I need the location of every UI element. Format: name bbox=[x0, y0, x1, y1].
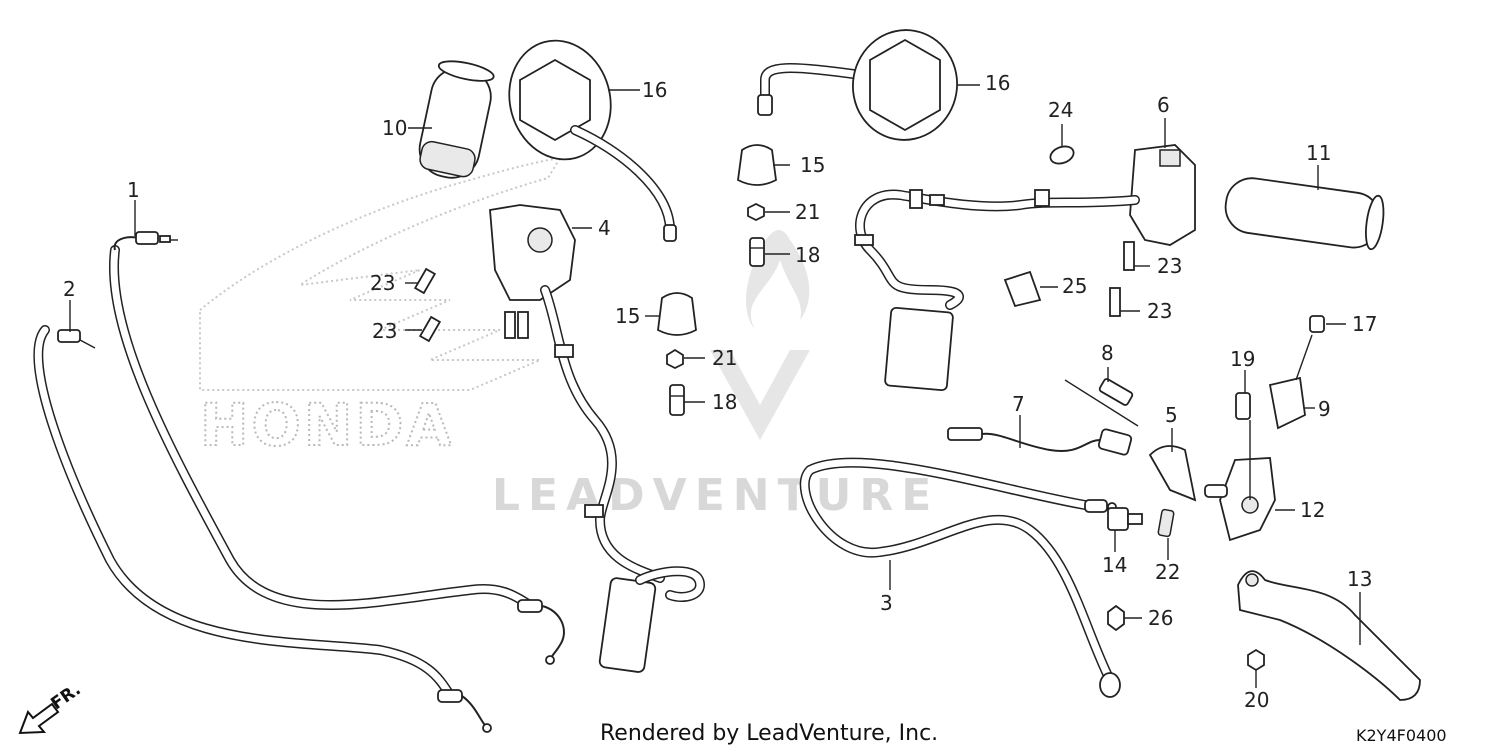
lever-bracket-12 bbox=[1204, 420, 1276, 542]
right-grip-11 bbox=[1224, 177, 1385, 251]
bolt-17 bbox=[1295, 315, 1346, 381]
label-18-upper: 18 bbox=[795, 243, 820, 267]
label-17: 17 bbox=[1352, 312, 1377, 336]
label-10: 10 bbox=[382, 116, 407, 140]
nut-21-upper bbox=[747, 202, 765, 222]
label-4: 4 bbox=[598, 216, 611, 240]
label-22: 22 bbox=[1155, 560, 1180, 584]
label-6: 6 bbox=[1157, 93, 1170, 117]
clamp-holder-9 bbox=[1268, 376, 1315, 430]
label-14: 14 bbox=[1102, 553, 1127, 577]
label-15-upper: 15 bbox=[800, 153, 825, 177]
switch-8 bbox=[1064, 367, 1139, 427]
part-labels: 1 2 3 4 5 6 7 8 9 10 11 12 13 14 15 15 1… bbox=[63, 71, 1377, 712]
watermark-text: LEADVENTURE bbox=[492, 470, 939, 521]
label-1: 1 bbox=[127, 178, 140, 202]
screw-23-left-b bbox=[405, 315, 442, 343]
label-18-lower: 18 bbox=[712, 390, 737, 414]
screw-23-right-b bbox=[1109, 287, 1140, 317]
adjuster-14 bbox=[1107, 507, 1143, 531]
mirror-boot-15-lower bbox=[657, 292, 697, 336]
nut-21-lower bbox=[666, 348, 684, 370]
label-9: 9 bbox=[1318, 397, 1331, 421]
clutch-cable-3 bbox=[799, 457, 1121, 698]
label-15-lower: 15 bbox=[615, 304, 640, 328]
left-mirror-16 bbox=[508, 39, 677, 242]
leader-lines bbox=[69, 84, 1361, 688]
honda-logo-text: HONDA bbox=[200, 391, 454, 459]
label-20: 20 bbox=[1244, 688, 1269, 712]
label-7: 7 bbox=[1012, 392, 1025, 416]
label-3: 3 bbox=[880, 591, 893, 615]
label-11: 11 bbox=[1306, 141, 1331, 165]
screw-23-right-a bbox=[1123, 241, 1150, 271]
throttle-cable-1 bbox=[109, 231, 565, 665]
label-5: 5 bbox=[1165, 403, 1178, 427]
label-8: 8 bbox=[1101, 341, 1114, 365]
front-arrow-icon bbox=[18, 702, 60, 735]
clip-24 bbox=[1049, 145, 1075, 165]
front-direction-indicator: FR. bbox=[18, 680, 85, 735]
label-2: 2 bbox=[63, 277, 76, 301]
label-21-lower: 21 bbox=[712, 346, 737, 370]
label-24: 24 bbox=[1048, 98, 1073, 122]
label-23-right-b: 23 bbox=[1147, 299, 1172, 323]
honda-wing-logo-watermark: HONDA bbox=[199, 156, 562, 460]
clutch-switch-7 bbox=[947, 427, 1133, 456]
nut-20 bbox=[1247, 648, 1265, 672]
label-12: 12 bbox=[1300, 498, 1325, 522]
lever-cover-5 bbox=[1148, 445, 1197, 502]
label-23-left-b: 23 bbox=[372, 319, 397, 343]
clamp-25 bbox=[1003, 270, 1058, 308]
label-16-right: 16 bbox=[985, 71, 1010, 95]
mirror-boot-15-upper bbox=[737, 144, 777, 186]
label-26: 26 bbox=[1148, 606, 1173, 630]
clutch-lever-13 bbox=[1237, 570, 1421, 701]
label-23-right-a: 23 bbox=[1157, 254, 1182, 278]
label-25: 25 bbox=[1062, 274, 1087, 298]
left-switch-4 bbox=[489, 204, 706, 673]
right-mirror-16 bbox=[757, 29, 958, 141]
label-13: 13 bbox=[1347, 567, 1372, 591]
nut-26 bbox=[1107, 604, 1142, 632]
adapter-18-lower bbox=[669, 384, 685, 416]
label-21-upper: 21 bbox=[795, 200, 820, 224]
leadventure-watermark: LEADVENTURE bbox=[492, 230, 939, 521]
left-grip-10 bbox=[418, 60, 495, 179]
right-switch-6 bbox=[854, 144, 1196, 392]
screw-23-left-a bbox=[405, 267, 437, 295]
diagram-code: K2Y4F0400 bbox=[1356, 726, 1447, 745]
throttle-cable-2 bbox=[33, 325, 492, 733]
rendered-by-footer: Rendered by LeadVenture, Inc. bbox=[600, 721, 938, 746]
label-19: 19 bbox=[1230, 347, 1255, 371]
label-16-left: 16 bbox=[642, 78, 667, 102]
nut-22 bbox=[1157, 508, 1175, 538]
label-23-left-a: 23 bbox=[370, 271, 395, 295]
screw-19 bbox=[1235, 392, 1251, 420]
adapter-18-upper bbox=[749, 237, 765, 267]
